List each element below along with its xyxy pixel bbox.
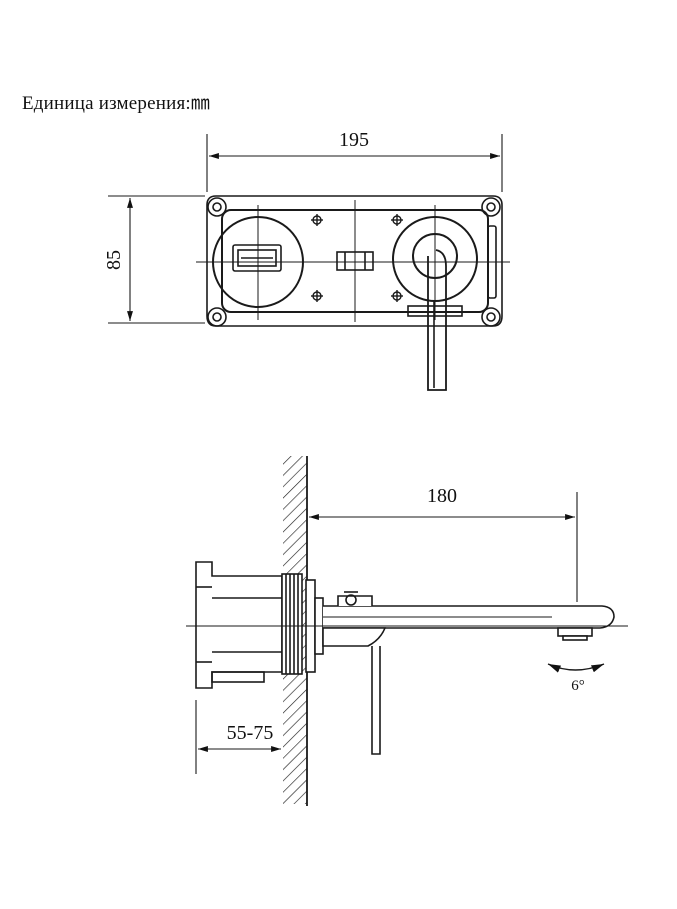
front-view [196, 195, 510, 391]
swivel-arrow [547, 663, 605, 673]
dimension-wall-depth: 55-75 [227, 722, 274, 744]
aerator [557, 627, 593, 637]
side-view [186, 561, 628, 755]
units-label: Единица измерения:㎜ [22, 93, 211, 114]
mount-ear-tl [207, 197, 227, 217]
swivel-angle: 6° [571, 678, 585, 694]
threaded-sleeve [281, 573, 303, 675]
side-view-dimensions [195, 492, 578, 774]
mount-ear-bl [207, 307, 227, 327]
mount-ear-br [481, 307, 501, 327]
dimension-height: 85 [103, 250, 125, 270]
center-lines [196, 200, 510, 322]
dimension-width: 195 [339, 129, 369, 151]
front-view-dimensions [108, 134, 503, 324]
screw-marks [311, 214, 403, 302]
lever-handle [427, 249, 447, 391]
mount-ear-tr [481, 197, 501, 217]
side-lever [371, 646, 381, 755]
diverter-knob [232, 244, 282, 272]
dimension-reach: 180 [427, 485, 457, 507]
rear-housing [195, 561, 283, 689]
